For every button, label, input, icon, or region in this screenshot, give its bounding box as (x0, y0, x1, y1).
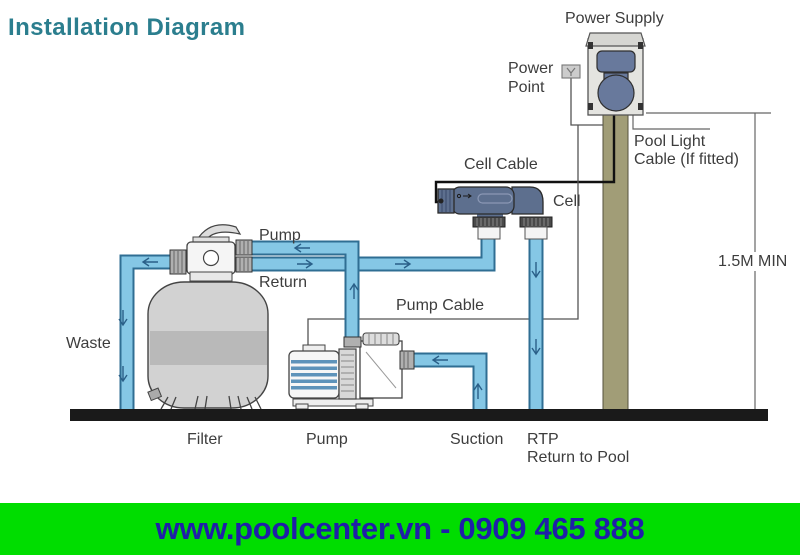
label-return: Return (259, 274, 308, 291)
label-suction: Suction (450, 431, 504, 448)
power-point-icon (561, 64, 581, 79)
label-rtp-sub: Return to Pool (527, 449, 630, 466)
tank-legs (160, 395, 262, 410)
cell-unions (472, 216, 553, 240)
label-power-supply: Power Supply (565, 10, 664, 27)
label-pump-top: Pump (259, 227, 301, 244)
return-pipe (250, 236, 496, 272)
banner: www.poolcenter.vn - 0909 465 888 (0, 503, 800, 555)
label-pool-light-2: Cable (If fitted) (634, 151, 739, 168)
multiport-valve (169, 224, 253, 282)
pump-cable-line (307, 125, 579, 349)
label-filter: Filter (187, 431, 223, 448)
waste-pipe (119, 254, 185, 420)
banner-text: www.poolcenter.vn - 0909 465 888 (155, 511, 645, 546)
flow-arrows (118, 243, 541, 399)
cell-cable-plug (438, 198, 444, 204)
ground (70, 409, 768, 421)
motor-stripes (291, 360, 337, 390)
label-pump-cable: Pump Cable (396, 297, 485, 314)
page-title: Installation Diagram (8, 14, 246, 41)
filter-tank (147, 281, 269, 410)
mounting-post (602, 109, 629, 421)
label-rtp: RTP (527, 431, 559, 448)
label-min-height: 1.5M MIN (716, 252, 790, 271)
label-power-point-1: Power (508, 60, 554, 77)
label-power-point-2: Point (508, 79, 545, 96)
diagram-canvas (70, 32, 771, 421)
label-cell-cable: Cell Cable (464, 156, 538, 173)
drain-plug (147, 387, 163, 402)
power-supply-box (585, 32, 646, 116)
pool-light-cable-leader (632, 115, 710, 130)
label-waste: Waste (66, 335, 111, 352)
label-cell: Cell (553, 193, 581, 210)
label-pool-light-1: Pool Light (634, 133, 706, 150)
cell-indicator-icon (456, 193, 472, 199)
pump-pipe (250, 240, 360, 339)
power-point-cable-line (570, 78, 603, 126)
chlorinator-cell (437, 186, 553, 240)
pump-unit (288, 332, 415, 410)
label-pump-bottom: Pump (306, 431, 348, 448)
